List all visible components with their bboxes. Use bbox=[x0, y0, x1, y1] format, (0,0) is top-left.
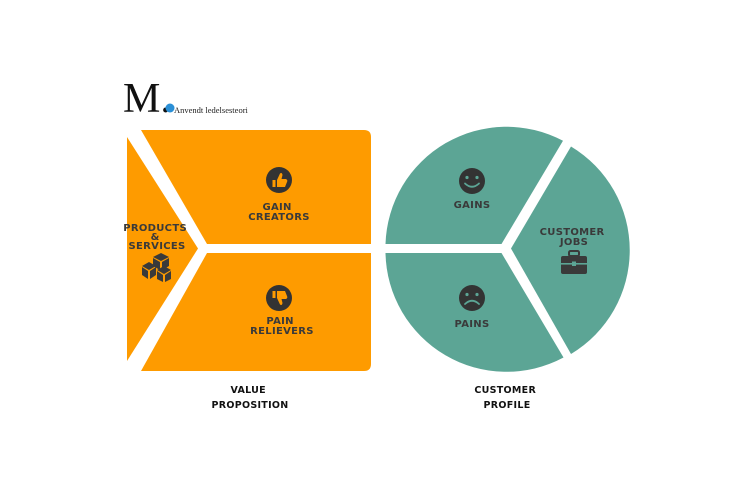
gain-creators-label: GAIN CREATORS bbox=[248, 202, 309, 223]
products-services-label: PRODUCTS & SERVICES bbox=[123, 223, 191, 252]
customer-jobs-line-2: JOBS bbox=[559, 237, 588, 248]
customer-profile-caption-line-2: PROFILE bbox=[483, 400, 530, 411]
customer-profile-circle: GAINS PAINS CUSTOMER JOBS bbox=[385, 126, 630, 372]
gain-creators-line-1: GAIN bbox=[262, 202, 291, 213]
pain-relievers-segment bbox=[141, 253, 371, 371]
customer-jobs-label: CUSTOMER JOBS bbox=[540, 227, 609, 248]
smiley-icon bbox=[459, 168, 485, 194]
gains-label: GAINS bbox=[454, 200, 491, 211]
pain-relievers-line-1: PAIN bbox=[266, 316, 293, 327]
customer-profile-caption: CUSTOMER PROFILE bbox=[474, 385, 539, 411]
logo-letter: M. bbox=[123, 76, 171, 122]
frown-icon bbox=[459, 285, 485, 311]
gain-creators-line-2: CREATORS bbox=[248, 212, 309, 223]
products-services-line-3: SERVICES bbox=[129, 241, 186, 252]
value-proposition-caption-line-2: PROPOSITION bbox=[211, 400, 288, 411]
products-services-line-1: PRODUCTS bbox=[123, 223, 187, 234]
customer-jobs-line-1: CUSTOMER bbox=[540, 227, 605, 238]
logo: M. Anvendt ledelsesteori bbox=[123, 76, 249, 122]
boxes-icon bbox=[142, 253, 171, 282]
value-proposition-square: GAIN CREATORS PAIN RELIEVERS PRODUCTS & … bbox=[123, 130, 371, 371]
logo-subtitle: Anvendt ledelsesteori bbox=[174, 105, 249, 115]
logo-dot-icon bbox=[165, 103, 175, 113]
briefcase-icon bbox=[561, 250, 587, 274]
gain-creators-segment bbox=[141, 130, 371, 244]
thumbs-up-icon bbox=[266, 167, 292, 193]
products-services-segment bbox=[127, 137, 198, 361]
products-services-line-2: & bbox=[151, 232, 160, 243]
value-proposition-caption: VALUE PROPOSITION bbox=[211, 385, 288, 411]
value-proposition-caption-line-1: VALUE bbox=[230, 385, 265, 396]
customer-profile-caption-line-1: CUSTOMER bbox=[474, 385, 536, 396]
pains-label: PAINS bbox=[455, 319, 490, 330]
pain-relievers-line-2: RELIEVERS bbox=[250, 326, 314, 337]
thumbs-down-icon bbox=[266, 285, 292, 311]
pains-segment bbox=[385, 253, 564, 372]
pain-relievers-label: PAIN RELIEVERS bbox=[250, 316, 314, 337]
